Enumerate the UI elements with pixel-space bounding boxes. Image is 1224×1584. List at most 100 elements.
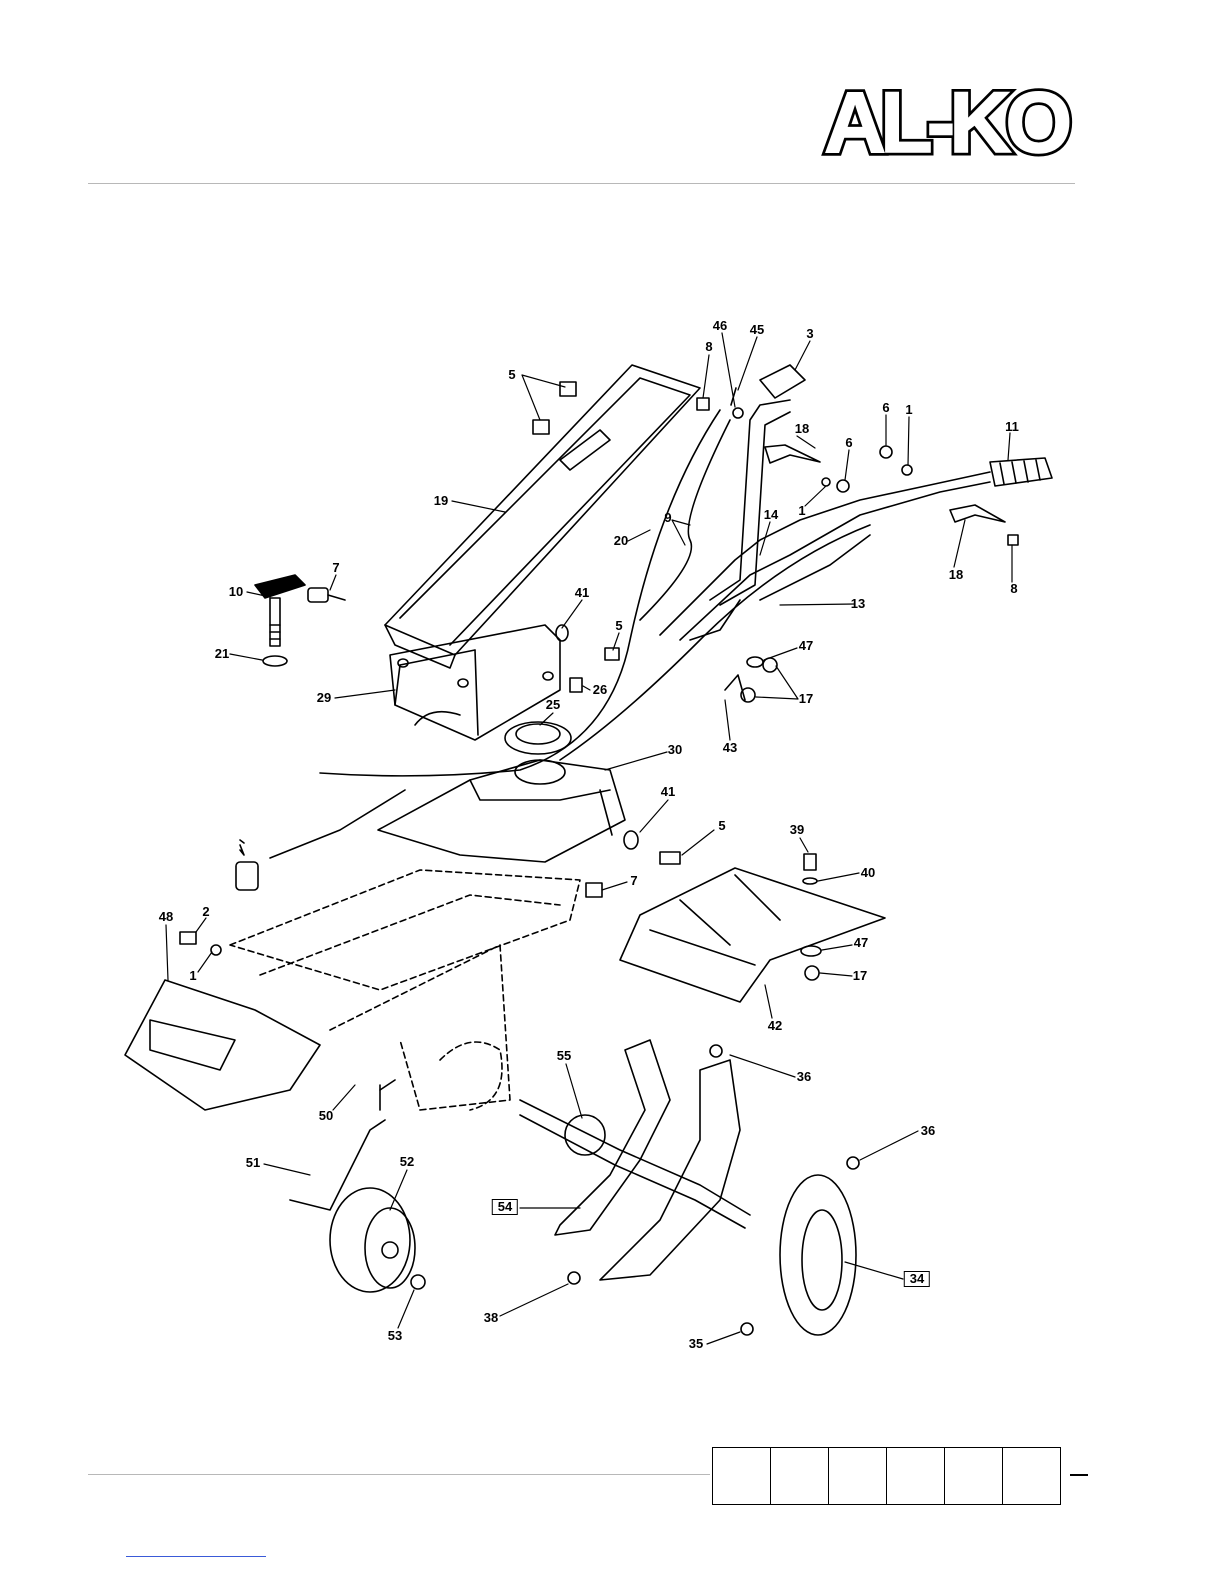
- callout-18: 18: [949, 568, 963, 582]
- switch-3: [760, 365, 805, 398]
- side-disc-34: [780, 1175, 856, 1335]
- callout-11: 11: [1005, 420, 1019, 434]
- callout-54: 54: [492, 1199, 518, 1215]
- washer-21: [263, 656, 287, 666]
- nut-17c: [805, 966, 819, 980]
- callout-17: 17: [799, 692, 813, 706]
- lever-18b: [950, 505, 1005, 522]
- grip-11: [990, 458, 1052, 486]
- callout-45: 45: [750, 323, 764, 337]
- bolt-5a1: [560, 382, 576, 396]
- callout-41: 41: [661, 785, 675, 799]
- cover-25: [505, 722, 571, 754]
- tines-54: [520, 1040, 750, 1280]
- callout-6: 6: [845, 436, 852, 450]
- callout-18: 18: [795, 422, 809, 436]
- callout-8: 8: [705, 340, 712, 354]
- handle-frame-19: [385, 365, 700, 668]
- callout-50: 50: [319, 1109, 333, 1123]
- callout-6: 6: [882, 401, 889, 415]
- washer-47b: [801, 946, 821, 956]
- bolt-39: [804, 854, 816, 870]
- callout-53: 53: [388, 1329, 402, 1343]
- bolt-36b: [847, 1157, 859, 1169]
- washer-47a: [747, 657, 763, 667]
- callout-48: 48: [159, 910, 173, 924]
- callout-9: 9: [664, 511, 671, 525]
- callout-5: 5: [508, 368, 515, 382]
- callout-1: 1: [798, 504, 805, 518]
- nut-53: [411, 1275, 425, 1289]
- callout-2: 2: [202, 905, 209, 919]
- callout-36: 36: [921, 1124, 935, 1138]
- tine-guard-42: [620, 868, 885, 1002]
- callout-19: 19: [434, 494, 448, 508]
- cable-throttle: [560, 525, 870, 760]
- washer-46: [733, 408, 743, 418]
- bolt-8a: [697, 398, 709, 410]
- callout-41: 41: [575, 586, 589, 600]
- callout-1: 1: [905, 403, 912, 417]
- cable-9: [640, 420, 730, 620]
- callout-43: 43: [723, 741, 737, 755]
- rubber-stop: [236, 862, 258, 890]
- nut-35: [741, 1323, 753, 1335]
- cable-20: [320, 410, 720, 776]
- callout-8: 8: [1010, 582, 1017, 596]
- callout-40: 40: [861, 866, 875, 880]
- callout-1: 1: [189, 969, 196, 983]
- grid-cell: [829, 1448, 887, 1504]
- callout-35: 35: [689, 1337, 703, 1351]
- cable-throttle-end: [270, 790, 405, 858]
- washer-1b: [822, 478, 830, 486]
- knob-10: [255, 575, 305, 646]
- grid-cell: [771, 1448, 829, 1504]
- callout-38: 38: [484, 1311, 498, 1325]
- callout-47: 47: [854, 936, 868, 950]
- callout-7: 7: [630, 874, 637, 888]
- wheel-52: [290, 1085, 415, 1292]
- grid-cell: [1003, 1448, 1060, 1504]
- callout-20: 20: [614, 534, 628, 548]
- callout-17: 17: [853, 969, 867, 983]
- callout-51: 51: [246, 1156, 260, 1170]
- callout-14: 14: [764, 508, 778, 522]
- plate-43: [725, 675, 745, 700]
- callout-3: 3: [806, 327, 813, 341]
- spacer-26: [570, 678, 582, 692]
- washer-40: [803, 878, 817, 884]
- callout-26: 26: [593, 683, 607, 697]
- callout-42: 42: [768, 1019, 782, 1033]
- callout-25: 25: [546, 698, 560, 712]
- callout-30: 30: [668, 743, 682, 757]
- page-dash: [1070, 1474, 1088, 1476]
- pin-50: [380, 1080, 395, 1090]
- footer-link-underline[interactable]: [126, 1556, 266, 1557]
- washer-1c: [211, 945, 221, 955]
- callout-55: 55: [557, 1049, 571, 1063]
- nut-6a: [880, 446, 892, 458]
- bolt-2: [180, 932, 196, 944]
- callout-36: 36: [797, 1070, 811, 1084]
- nut-6b: [837, 480, 849, 492]
- callout-21: 21: [215, 647, 229, 661]
- front-weight-48: [125, 980, 320, 1110]
- grid-cell: [713, 1448, 771, 1504]
- bolt-7b: [586, 883, 602, 897]
- callout-5: 5: [718, 819, 725, 833]
- bolt-5c: [660, 852, 680, 864]
- lever-18a: [765, 445, 820, 463]
- callout-10: 10: [229, 585, 243, 599]
- callout-7: 7: [332, 561, 339, 575]
- callout-52: 52: [400, 1155, 414, 1169]
- frame-dashed: [230, 870, 580, 1110]
- spacer-41b: [624, 831, 638, 849]
- bolt-36a: [710, 1045, 722, 1057]
- grid-cell: [945, 1448, 1003, 1504]
- washer-1a: [902, 465, 912, 475]
- revision-grid: [712, 1447, 1061, 1505]
- callout-34: 34: [904, 1271, 930, 1287]
- bolt-8b: [1008, 535, 1018, 545]
- callout-13: 13: [851, 597, 865, 611]
